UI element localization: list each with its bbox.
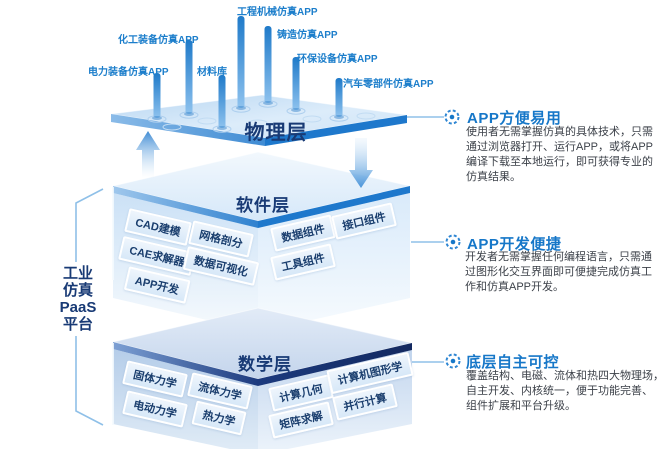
pin-material-library: [212, 75, 232, 133]
app-pins: [147, 16, 349, 133]
pin-label-casting: 铸造仿真APP: [277, 30, 338, 41]
pin-chemical-equipment: [179, 40, 199, 119]
pin-casting: [258, 26, 278, 108]
up-arrow-icon: [136, 131, 160, 178]
physical-front-left-edge: [111, 114, 265, 146]
platform-name-label: 工业 仿真 PaaS 平台: [48, 262, 108, 336]
pin-label-auto-parts: 汽车零部件仿真APP: [343, 79, 434, 90]
software-front-right-edge: [258, 186, 410, 228]
annotation-bullet-icon-1: [444, 109, 460, 125]
pin-label-environmental: 环保设备仿真APP: [297, 54, 378, 65]
annotation-bullet-icon-2: [445, 234, 461, 250]
physical-front-right-edge: [265, 115, 407, 146]
pin-label-material-library: 材料库: [197, 67, 227, 78]
annotation-title: APP方便易用: [467, 110, 562, 127]
pin-label-engineering-machinery: 工程机械仿真APP: [237, 7, 318, 18]
annotation-body: 使用者无需掌握仿真的具体技术，只需 通过浏览器打开、运行APP，或将APP 编译…: [466, 126, 654, 183]
pin-engineering-machinery: [231, 16, 251, 113]
math-layer-title: 数学层: [238, 355, 292, 374]
math-front-right-edge: [258, 343, 412, 386]
software-front-left-edge: [113, 186, 258, 228]
pin-label-electric-power: 电力装备仿真APP: [88, 67, 169, 78]
annotation-body: 开发者无需掌握任何编程语言，只需通 过图形化交互界面即可便捷完成仿真工 作和仿真…: [465, 251, 652, 293]
down-arrow-icon: [349, 138, 373, 188]
annotation-bullet-icon-3: [445, 353, 461, 369]
annotation-body: 覆盖结构、电磁、流体和热四大物理场， 自主开发、内核统一，便于功能完善、 组件扩…: [466, 370, 664, 412]
software-layer-title: 软件层: [236, 196, 290, 215]
physical-layer-title: 物理层: [244, 122, 308, 144]
annotation-title: APP开发便捷: [467, 236, 562, 253]
plate-surface-rings: [162, 112, 376, 131]
pin-environmental-equipment: [286, 57, 306, 115]
math-front-left-edge: [113, 342, 258, 386]
annotation-title: 底层自主可控: [466, 354, 560, 371]
pin-label-chemical-equipment: 化工装备仿真APP: [118, 35, 199, 46]
pin-electric-power: [147, 73, 167, 123]
pin-auto-parts: [329, 78, 349, 122]
